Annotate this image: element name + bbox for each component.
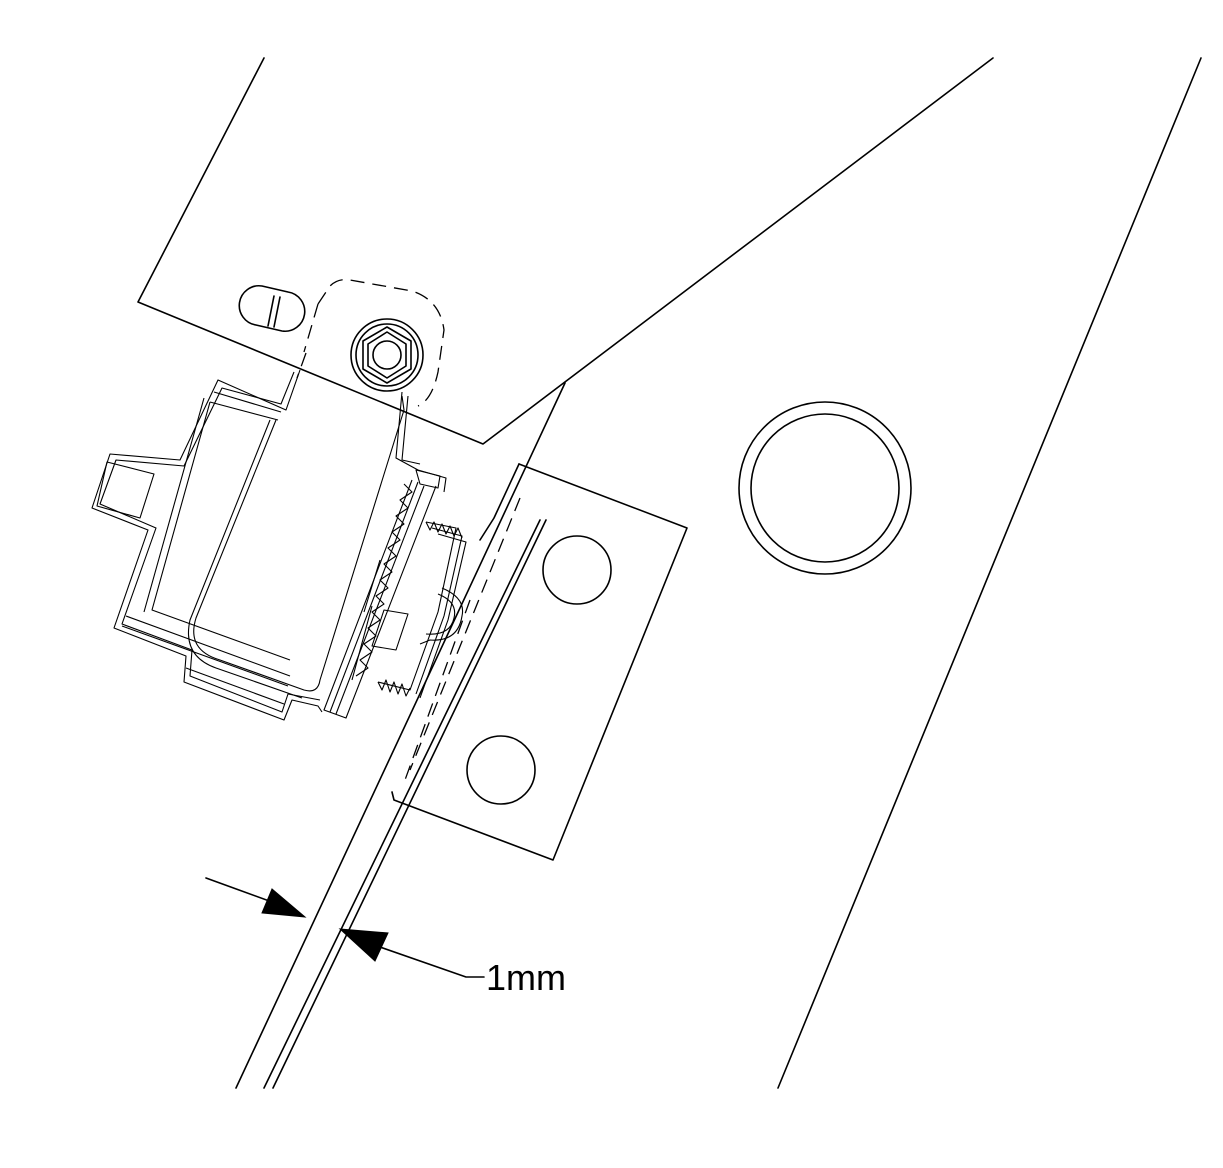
dimension-leader-line: [379, 946, 485, 978]
slotted-hole: [238, 284, 306, 333]
block-hole-upper: [542, 535, 612, 605]
pillar-round-hole: [738, 401, 912, 575]
dimension-extension-left: [205, 877, 273, 903]
block-hole-lower: [466, 735, 536, 805]
hex-bolt-icon: [350, 318, 424, 392]
gap-dimension: 1mm: [205, 877, 566, 998]
upper-bracket-plate: [137, 57, 994, 445]
dimension-label: 1mm: [486, 957, 566, 998]
door-edge-line: [235, 382, 566, 1089]
body-pillar-edge: [777, 57, 1202, 1089]
hinge-housing: [91, 369, 467, 721]
hinge-mounting-block: [391, 463, 688, 861]
dimension-arrow-left-icon: [261, 888, 307, 918]
dimension-arrow-right-icon: [338, 928, 389, 962]
